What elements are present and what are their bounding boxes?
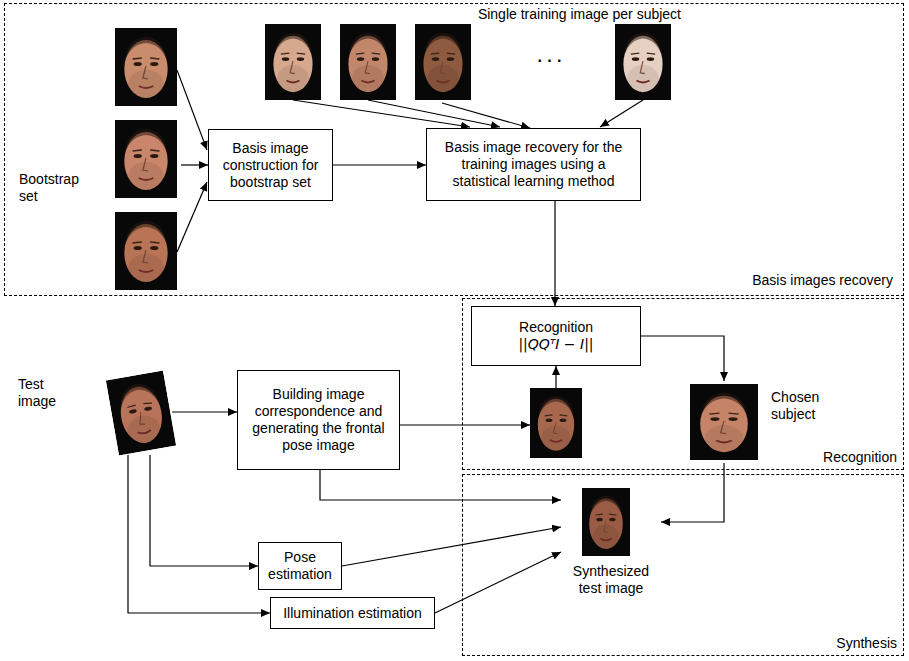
arrow-head	[521, 421, 530, 429]
dashed-region: Basis images recovery Single training ima…	[4, 3, 904, 296]
process-box: Building image correspondence and genera…	[237, 370, 400, 470]
face-photo	[582, 488, 630, 556]
face-photo	[530, 388, 582, 458]
arrow-connector	[128, 455, 270, 613]
arrow-connector	[333, 164, 426, 165]
flow-line	[293, 100, 470, 127]
ellipsis-label: · · ·	[515, 52, 585, 69]
flow-line	[177, 70, 207, 150]
image-group: Synthesized test image	[561, 483, 661, 606]
flow-line	[600, 100, 643, 127]
process-box: Basis image recovery for the training im…	[426, 128, 641, 201]
box-text: Recognition	[519, 319, 593, 336]
process-box: Illumination estimation	[270, 597, 435, 629]
box-text: Pose estimation	[264, 549, 336, 583]
image-caption: Bootstrap set	[19, 171, 89, 205]
region-label: Recognition	[823, 449, 897, 466]
box-text: Illumination estimation	[283, 605, 422, 622]
box-text: Basis image recovery for the training im…	[432, 139, 635, 190]
image-group: Bootstrap set	[19, 27, 181, 293]
image-group: Test image	[18, 370, 172, 455]
image-group: Single training image per subject	[256, 4, 681, 103]
face-photo	[106, 371, 176, 456]
face-photo	[415, 24, 471, 100]
arrow-connector	[641, 336, 724, 381]
image-caption: Chosen subject	[771, 389, 843, 423]
box-text: Building image correspondence and genera…	[243, 386, 394, 454]
arrow-connector	[342, 527, 561, 566]
process-box: Recognition||QQᵀI − I||	[471, 306, 641, 366]
face-photo	[690, 384, 758, 460]
image-caption: Synthesized test image	[561, 563, 661, 597]
process-box: Pose estimation	[258, 542, 342, 590]
region-label: Synthesis	[836, 635, 897, 652]
face-photo	[115, 120, 177, 198]
flow-line	[177, 182, 207, 252]
arrow-connector	[150, 455, 258, 566]
box-text: ||QQᵀI − I||	[518, 336, 593, 353]
arrow-connector	[661, 463, 724, 522]
region-label: Basis images recovery	[752, 272, 893, 289]
face-photo	[115, 212, 177, 290]
image-group: Chosen subject	[689, 381, 861, 463]
image-caption: Test image	[18, 376, 78, 410]
arrow-connector	[554, 201, 555, 306]
image-caption: Single training image per subject	[431, 6, 681, 23]
face-photo	[265, 24, 321, 100]
arrow-connector	[181, 164, 208, 165]
arrow-connector	[435, 552, 561, 613]
face-photo	[115, 28, 177, 106]
face-photo	[340, 24, 396, 100]
dashed-region: RecognitionRecognition||QQᵀI − I||Chosen…	[462, 298, 904, 470]
face-photo	[615, 24, 671, 100]
box-text: Basis image construction for bootstrap s…	[214, 140, 327, 191]
dashed-region: Synthesis Synthesized test image	[462, 474, 904, 656]
arrow-connector	[172, 411, 237, 412]
flow-line	[368, 100, 500, 127]
process-box: Basis image construction for bootstrap s…	[208, 129, 333, 201]
